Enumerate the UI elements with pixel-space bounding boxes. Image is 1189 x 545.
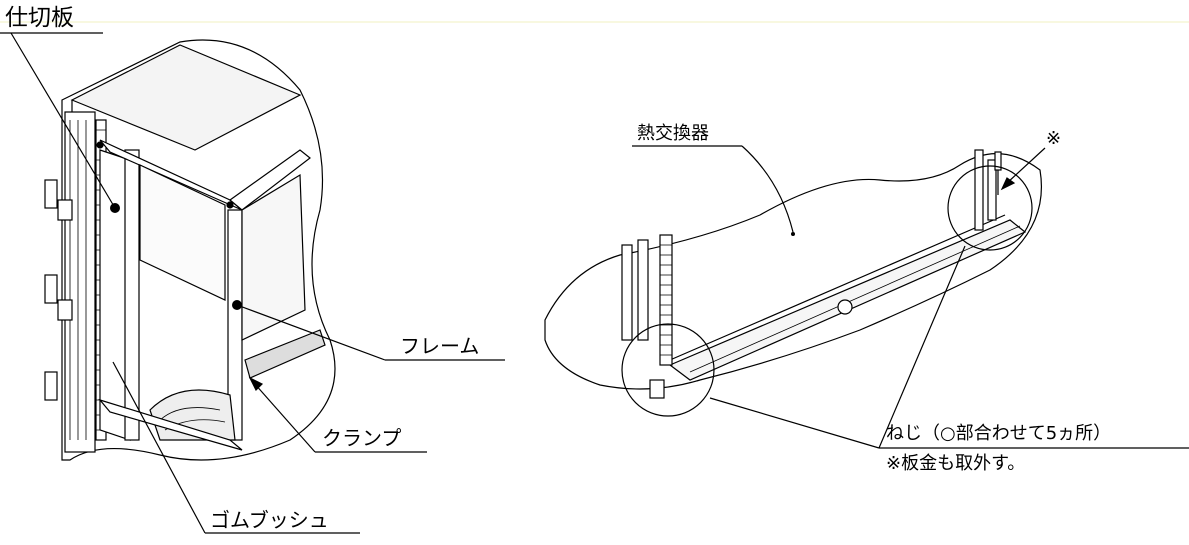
circle-mark-lower-left [621,323,715,417]
screw-note-label: ねじ（○部合わせて5ヵ所） [886,423,1112,444]
screw-leader-upper [878,245,966,449]
right-post-c [974,149,984,231]
circle-mark-upper-right [947,165,1033,251]
right-post-a [621,244,633,341]
frame-dot [232,300,242,310]
right-coil-strip [659,234,673,366]
top-panel [70,44,302,151]
screw-right [994,151,1002,195]
heat-exchanger-label: 熱交換器 [637,123,709,144]
right-post-d [987,159,997,221]
frame-label: フレーム [400,334,480,358]
clamp-label: クランプ [322,426,402,450]
coil-fins [69,120,87,440]
bottom-rail [98,398,243,451]
side-cover [241,173,306,341]
right-post-b [637,239,649,341]
right-callouts [632,145,1189,449]
valve-group [44,179,73,401]
sheet-metal-note-label: ※板金も取外す。 [886,453,1026,474]
heat-exchanger-leader [741,145,794,233]
clamp-leader [253,382,316,453]
partition-plate-label: 仕切板 [5,5,74,31]
asterisk-label: ※ [1046,128,1062,149]
right-unit-drawing [544,149,1042,417]
inner-panel [139,164,226,301]
rail-fitting [837,299,853,315]
left-unit-drawing [44,39,336,461]
clamp-arrowhead [248,376,264,392]
partition-dot [110,203,120,213]
bottom-bracket [649,379,665,399]
left-callouts [0,32,505,534]
rubber-bushing-label: ゴムブッシュ [210,508,329,532]
asterisk-arrowhead [1000,177,1016,191]
asterisk-leader [1006,147,1046,184]
partition-leader [10,32,116,209]
heat-exchanger-coil-left [64,111,96,453]
frame-post-left [124,149,140,441]
clamp-rail [244,329,326,379]
screw-leader-lower [709,397,880,449]
heat-exchanger-dot [791,232,795,236]
right-cutaway-outline [544,153,1042,390]
frame-leader [236,304,386,361]
rubber-bushing-leader [112,361,206,534]
